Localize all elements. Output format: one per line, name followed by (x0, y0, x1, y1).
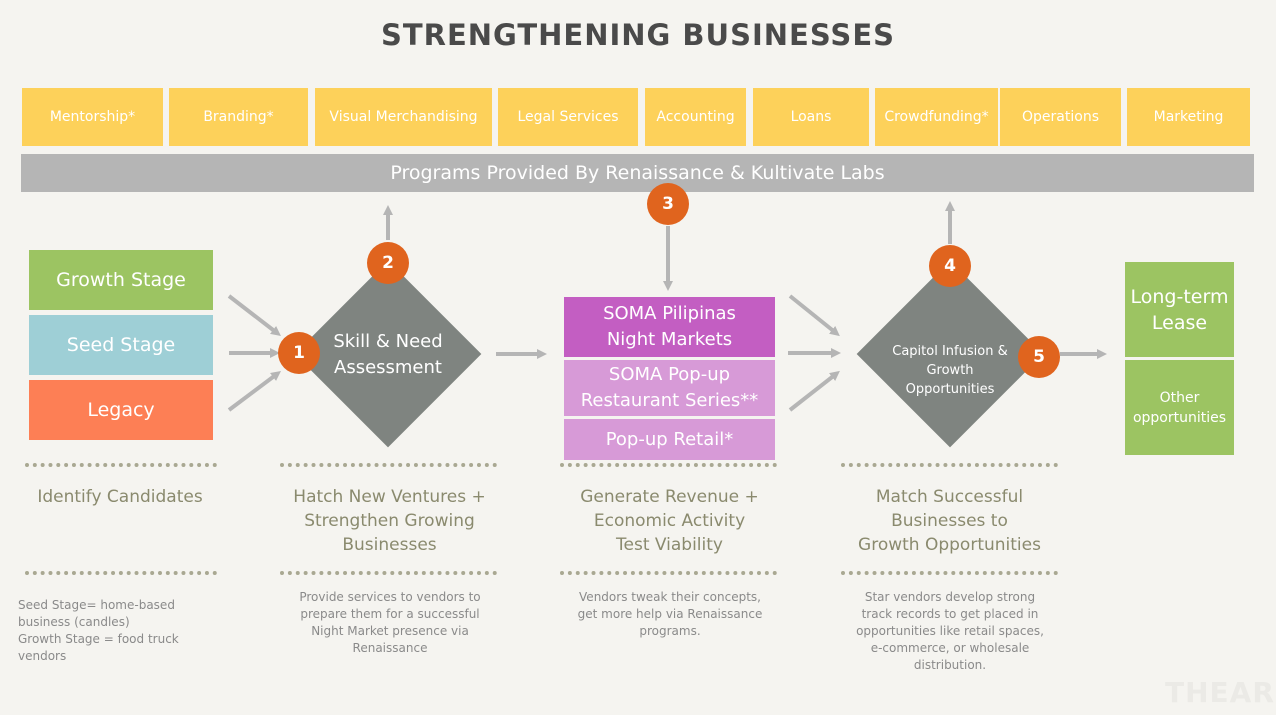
divider-top-1 (25, 463, 217, 467)
programs-banner: Programs Provided By Renaissance & Kulti… (21, 154, 1254, 192)
note-4-line3: opportunities like retail spaces, (856, 624, 1044, 638)
service-visual-merchandising: Visual Merchandising (315, 88, 492, 146)
divider-bottom-3 (560, 571, 777, 575)
step-5-circle: 5 (1018, 336, 1060, 378)
service-operations: Operations (1000, 88, 1121, 146)
capitol-label-line3: Opportunities (905, 381, 995, 397)
soma-night-markets-box: SOMA Pilipinas Night Markets (564, 297, 775, 357)
note-hatch: Provide services to vendors to prepare t… (270, 589, 510, 657)
caption-4-line2: Businesses to (891, 511, 1008, 531)
night-markets-line1: SOMA Pilipinas (603, 303, 736, 324)
other-line1: Other (1159, 389, 1200, 406)
other-opportunities-box: Other opportunities (1125, 360, 1234, 455)
arrow-night (788, 294, 840, 337)
arrow-retail (788, 370, 840, 412)
caption-generate-revenue: Generate Revenue + Economic Activity Tes… (542, 485, 797, 557)
note-1-line3: Growth Stage = food truck (18, 632, 179, 646)
service-legal-services: Legal Services (498, 88, 638, 146)
caption-hatch-ventures: Hatch New Ventures + Strengthen Growing … (262, 485, 517, 557)
note-1-line4: vendors (18, 649, 67, 663)
step-3-circle: 3 (647, 183, 689, 225)
arrow-growth (227, 294, 281, 337)
skill-label-line2: Assessment (334, 357, 442, 378)
step-2-circle: 2 (367, 242, 409, 284)
note-generate: Vendors tweak their concepts, get more h… (550, 589, 790, 640)
long-term-lease-box: Long-term Lease (1125, 262, 1234, 357)
capitol-label-line2: Growth (926, 362, 974, 378)
service-accounting: Accounting (645, 88, 746, 146)
other-line2: opportunities (1132, 409, 1227, 426)
popup-restaurant-line1: SOMA Pop-up (608, 364, 731, 385)
caption-3-line2: Economic Activity (593, 511, 746, 531)
note-3-line1: Vendors tweak their concepts, (579, 590, 761, 604)
growth-stage-box: Growth Stage (29, 250, 213, 310)
divider-bottom-1 (25, 571, 217, 575)
note-4-line5: distribution. (913, 658, 987, 672)
caption-identify-candidates: Identify Candidates (37, 487, 203, 507)
page-title: STRENGTHENING BUSINESSES (380, 18, 896, 52)
note-2-line4: Renaissance (352, 641, 428, 655)
divider-top-2 (280, 463, 497, 467)
caption-3-line1: Generate Revenue + (580, 487, 759, 507)
divider-bottom-4 (841, 571, 1058, 575)
caption-match-successful: Match Successful Businesses to Growth Op… (822, 485, 1077, 557)
night-markets-line2: Night Markets (606, 329, 733, 350)
caption-4-line3: Growth Opportunities (858, 535, 1041, 555)
lease-line2: Lease (1151, 311, 1208, 334)
caption-2-line1: Hatch New Ventures + (293, 487, 486, 507)
note-match: Star vendors develop strong track record… (830, 589, 1070, 674)
skill-assessment-label: Skill & Need Assessment (300, 320, 476, 390)
caption-2-line3: Businesses (342, 535, 437, 555)
note-2-line1: Provide services to vendors to (299, 590, 481, 604)
note-2-line3: Night Market presence via (311, 624, 469, 638)
soma-popup-restaurant-box: SOMA Pop-up Restaurant Series** (564, 360, 775, 416)
service-mentorship: Mentorship* (22, 88, 163, 146)
note-4-line2: track records to get placed in (861, 607, 1039, 621)
note-3-line3: programs. (639, 624, 701, 638)
divider-bottom-2 (280, 571, 497, 575)
arrow-legacy (227, 371, 281, 412)
note-identify: Seed Stage= home-based business (candles… (18, 597, 228, 665)
capitol-infusion-label: Capitol Infusion & Growth Opportunities (880, 330, 1020, 410)
note-3-line2: get more help via Renaissance (577, 607, 763, 621)
popup-retail-box: Pop-up Retail* (564, 419, 775, 460)
lease-line1: Long-term (1130, 285, 1229, 308)
watermark: THEAR (1165, 676, 1275, 709)
note-4-line4: e-commerce, or wholesale (870, 641, 1030, 655)
note-2-line2: prepare them for a successful (300, 607, 480, 621)
note-1-line2: business (candles) (18, 615, 130, 629)
service-marketing: Marketing (1127, 88, 1250, 146)
seed-stage-box: Seed Stage (29, 315, 213, 375)
legacy-box: Legacy (29, 380, 213, 440)
step-4-circle: 4 (929, 245, 971, 287)
divider-top-3 (560, 463, 777, 467)
note-1-line1: Seed Stage= home-based (18, 598, 175, 612)
note-4-line1: Star vendors develop strong (864, 590, 1036, 604)
skill-label-line1: Skill & Need (333, 331, 443, 352)
service-loans: Loans (753, 88, 869, 146)
popup-restaurant-line2: Restaurant Series** (580, 390, 759, 411)
caption-3-line3: Test Viability (616, 535, 723, 555)
caption-2-line2: Strengthen Growing (304, 511, 475, 531)
service-branding: Branding* (169, 88, 308, 146)
caption-4-line1: Match Successful (875, 487, 1024, 507)
service-crowdfunding: Crowdfunding* (875, 88, 998, 146)
divider-top-4 (841, 463, 1058, 467)
step-1-circle: 1 (278, 332, 320, 374)
capitol-label-line1: Capitol Infusion & (892, 343, 1008, 359)
